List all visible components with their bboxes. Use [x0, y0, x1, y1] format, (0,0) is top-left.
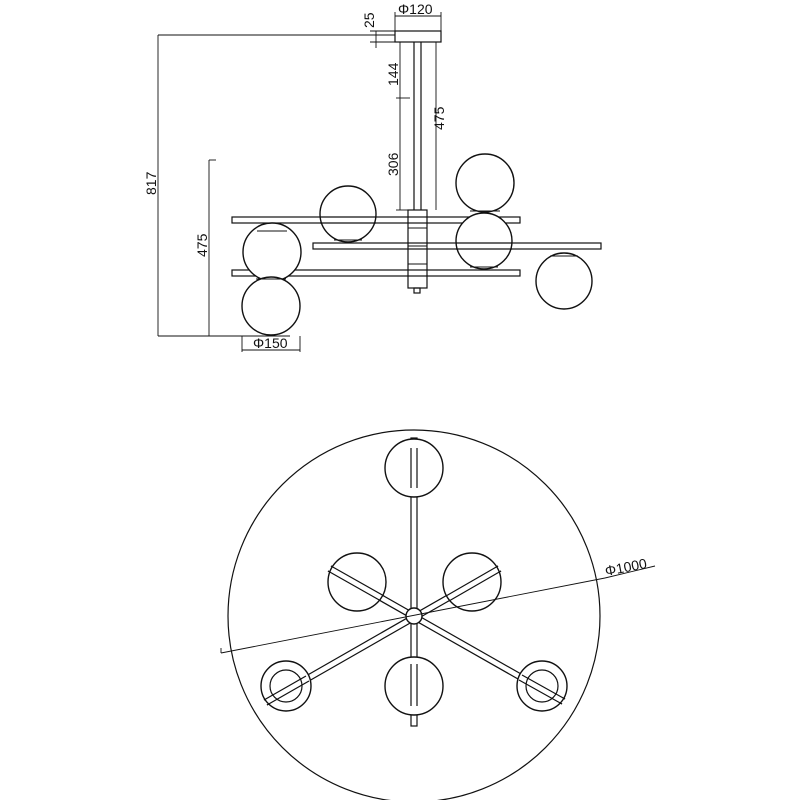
- dim-line: [220, 577, 606, 654]
- globe: [319, 185, 377, 243]
- dim-globe-diameter: Φ150: [253, 335, 288, 351]
- globe: [241, 276, 301, 336]
- globe: [455, 153, 515, 213]
- dim-canopy-height: 25: [361, 12, 377, 28]
- dim-rod-lower: 306: [385, 152, 401, 176]
- arm-overlap: [445, 565, 499, 597]
- dim-globe-drop: 475: [194, 233, 210, 257]
- arm-overlap: [327, 570, 382, 602]
- arm-overlap: [521, 674, 566, 700]
- globe: [535, 252, 593, 310]
- dim-rod-total: 475: [431, 106, 447, 130]
- globe-outer: [260, 660, 312, 712]
- span-circle: [227, 429, 601, 800]
- arm-overlap: [330, 565, 385, 597]
- arm-overlap: [266, 680, 310, 706]
- dim-rod-upper: 144: [385, 62, 401, 86]
- arm-overlap: [263, 675, 307, 701]
- hub-finial: [413, 287, 421, 294]
- globe: [384, 656, 444, 716]
- canopy: [394, 30, 442, 43]
- globe: [442, 552, 502, 612]
- globe: [327, 552, 387, 612]
- hub: [405, 607, 423, 625]
- dim-canopy-diameter: Φ120: [398, 1, 433, 17]
- globe: [384, 438, 444, 498]
- plan-view: Φ1000: [220, 429, 656, 800]
- dim-leader: [604, 565, 656, 579]
- dim-span-diameter: Φ1000: [604, 555, 649, 579]
- side-elevation: Φ120 25 144 306 475 817 475 Φ150: [143, 1, 602, 352]
- globe-inner: [269, 669, 303, 703]
- globe-inner: [525, 669, 559, 703]
- arm-overlap: [518, 679, 563, 705]
- globe: [455, 212, 513, 270]
- globe: [242, 222, 302, 282]
- dim-overall-height: 817: [143, 171, 159, 195]
- arm-overlap: [448, 570, 502, 602]
- arm-vertical: [410, 437, 418, 727]
- arm-lower: [231, 269, 521, 277]
